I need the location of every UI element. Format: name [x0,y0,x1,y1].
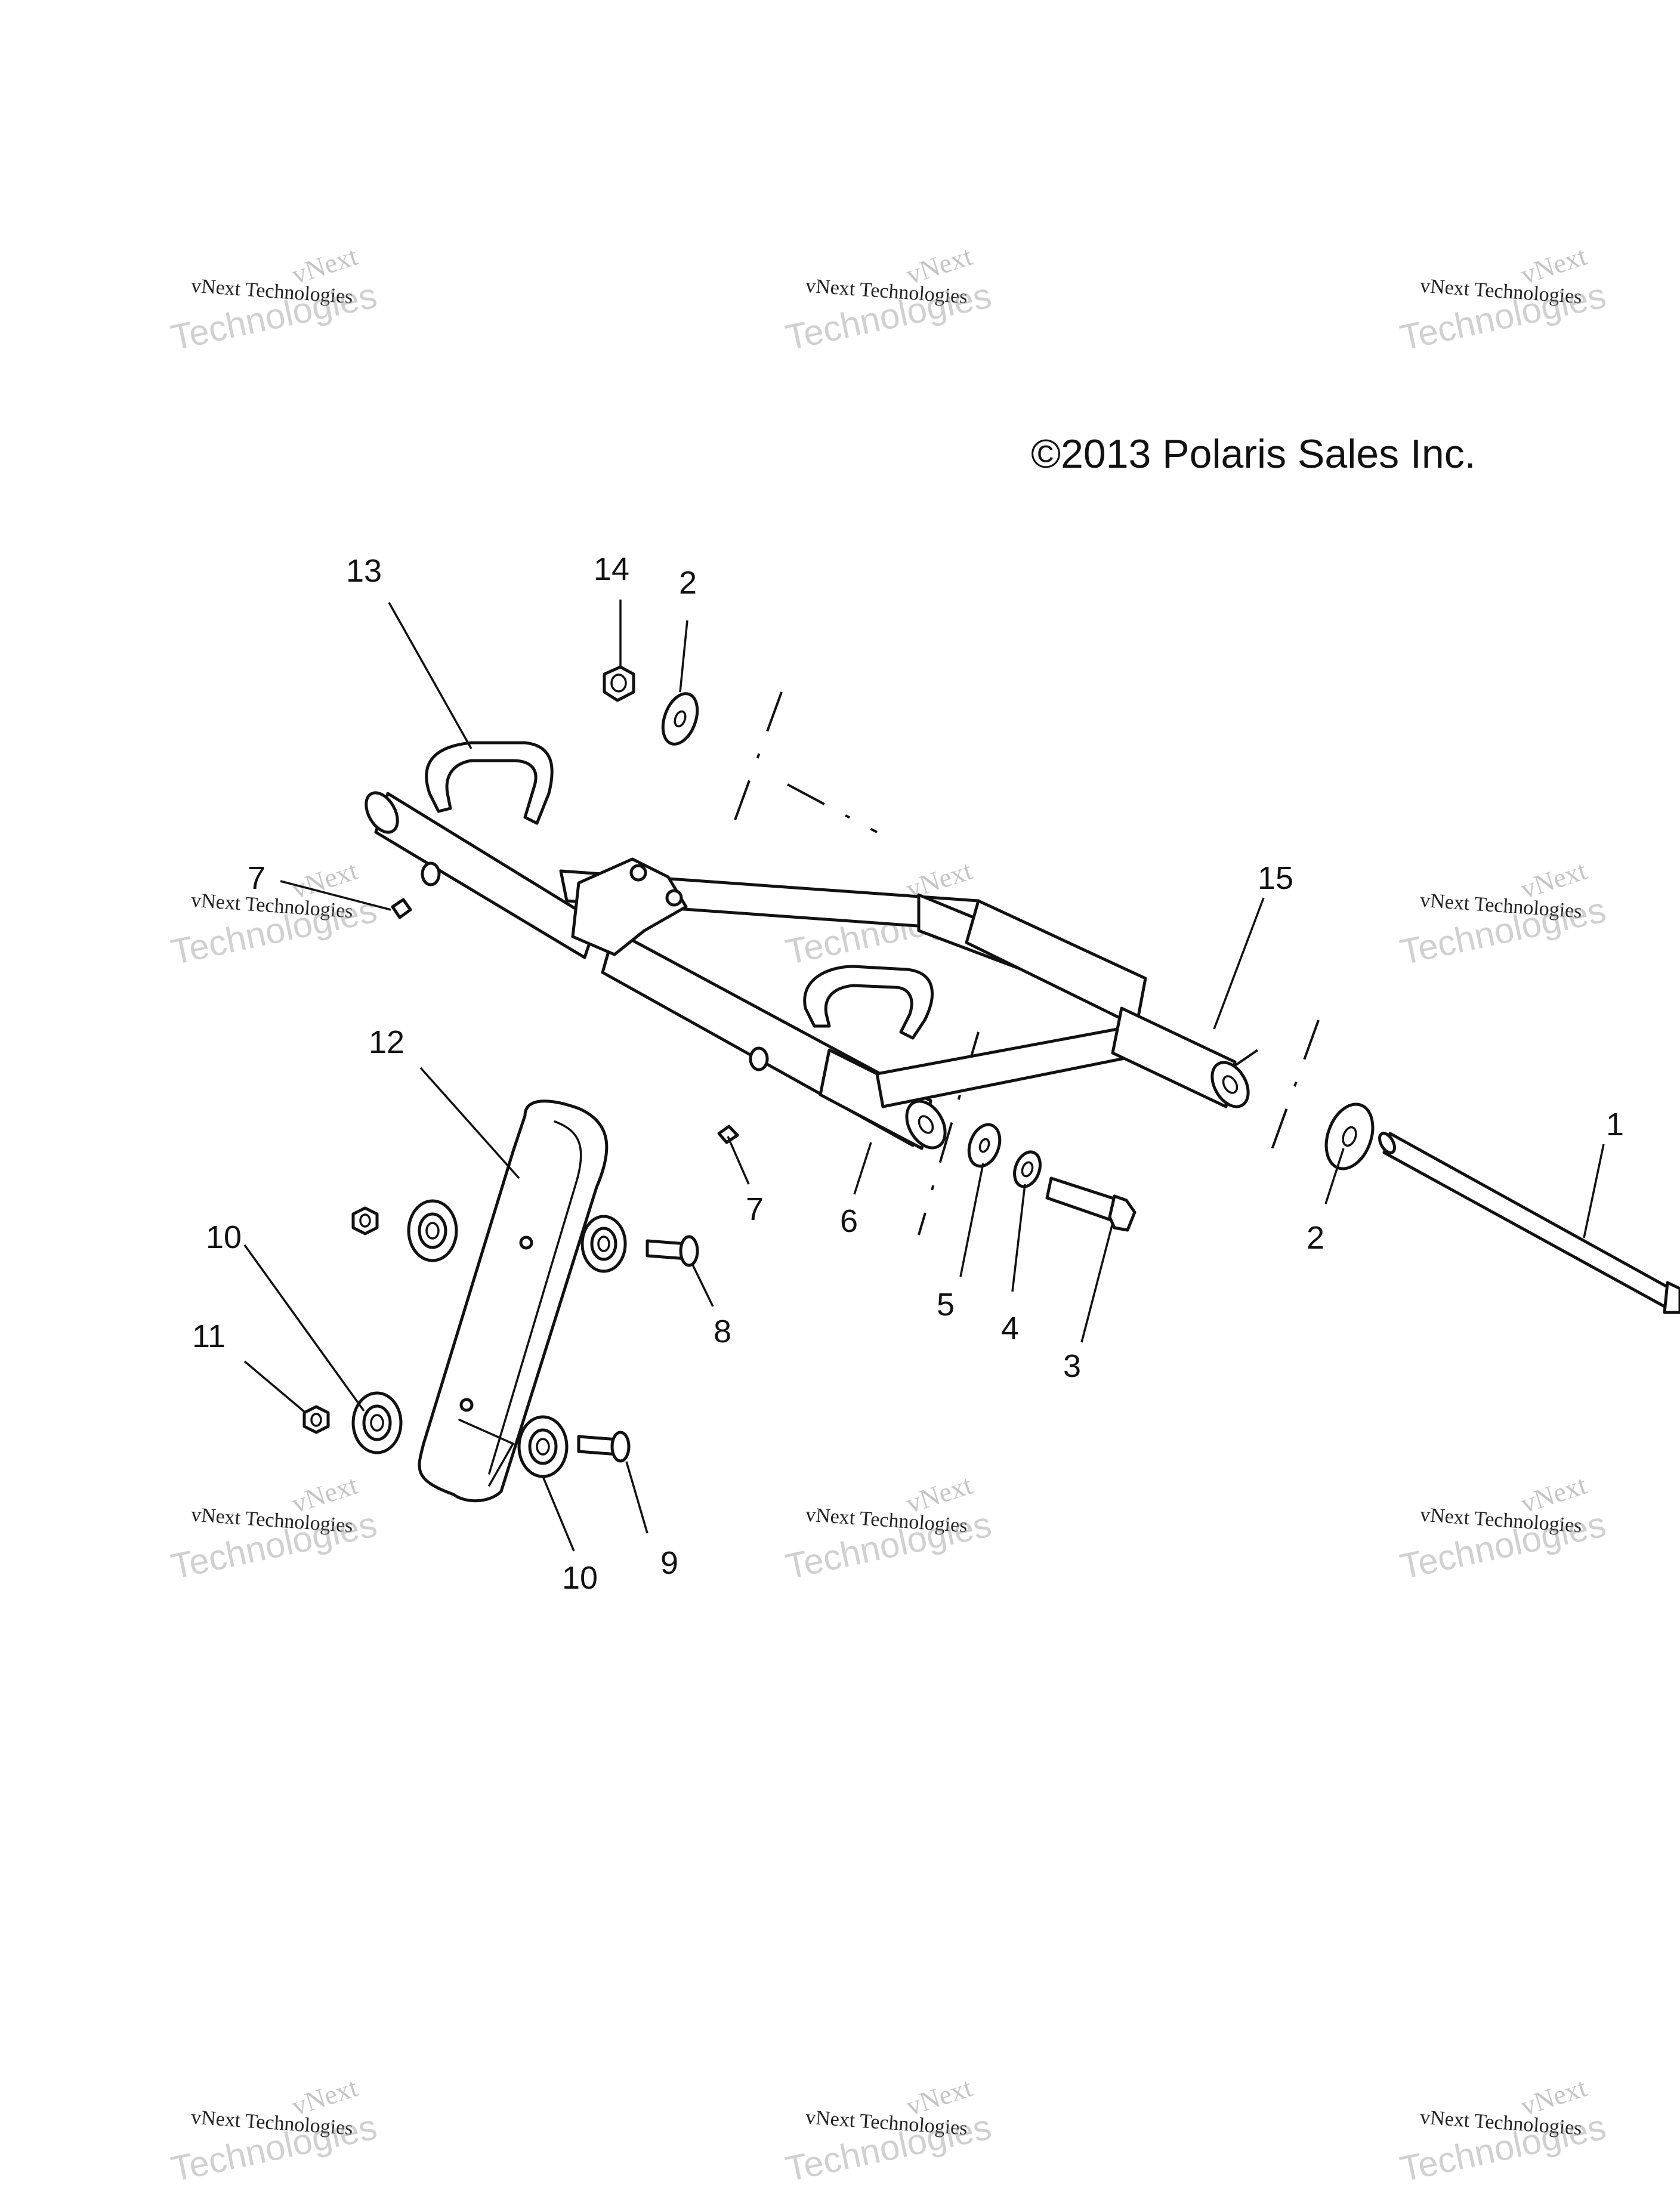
upper-handle-loop [425,741,554,825]
callout-2-right: 2 [1307,1220,1324,1256]
pin-9 [577,1431,631,1463]
callout-6: 6 [840,1203,858,1239]
lock-washer-4 [1013,1150,1042,1188]
callout-7-lower: 7 [746,1191,764,1227]
callout-1: 1 [1606,1107,1624,1142]
left-upper-tube-end [365,791,399,834]
pivot-bushing-15-end [1210,1061,1250,1108]
callout-13: 13 [346,553,382,589]
callout-3: 3 [1063,1348,1081,1384]
bushing-10-lower-left [351,1391,403,1454]
grease-fitting-7-lower [717,1125,739,1144]
pivot-bushing-15 [1111,1006,1237,1108]
bracket-hole [665,889,683,907]
right-tube [965,899,1147,1028]
pin-8 [646,1235,699,1267]
callout-7-upper: 7 [248,860,265,896]
callout-10-upper: 10 [206,1219,242,1255]
callout-9: 9 [660,1545,678,1581]
callout-10-lower: 10 [562,1560,598,1596]
leader-lines [243,600,1605,1552]
grease-boss-lower [749,1046,769,1071]
link-arm-12 [418,1099,609,1503]
callout-14: 14 [594,551,629,587]
callout-8: 8 [714,1314,731,1349]
copyright-notice: ©2013 Polaris Sales Inc. [1031,431,1476,477]
callout-2-upper: 2 [679,565,697,601]
callout-labels: 13 14 2 7 15 12 1 7 6 2 10 5 4 8 11 3 9 … [192,551,1624,1596]
callout-4: 4 [1001,1311,1019,1346]
bushing-10-upper-right [580,1215,627,1273]
washer-2-right [1324,1102,1375,1170]
swing-arm-assembly [365,741,1250,1150]
lower-handle-loop [803,965,934,1040]
washer-2-upper [661,692,699,746]
bolt-3 [1045,1176,1137,1232]
callout-15: 15 [1258,860,1293,896]
callout-12: 12 [369,1024,404,1060]
hex-nut [603,665,635,702]
pivot-bushing-6-end [905,1099,947,1150]
grease-boss-upper [421,861,441,886]
nut-11-lower [302,1405,330,1434]
callout-5: 5 [937,1287,955,1323]
center-bracket [571,857,688,956]
exploded-parts-diagram: 13 14 2 7 15 12 1 7 6 2 10 5 4 8 11 3 9 … [192,551,1680,1596]
nut-11-upper [351,1206,379,1235]
bushing-10-lower-right [517,1415,569,1478]
shaft-bolt-1 [1378,1132,1680,1314]
nut-14 [603,665,635,702]
pivot-bushing-15-bore [1222,1075,1239,1094]
washer-5 [967,1123,1002,1168]
lower-cross-tube [875,1024,1138,1108]
bracket-hole [629,864,647,882]
grease-fitting-7-upper [391,898,412,919]
bushing-10-upper-left [407,1199,458,1262]
pivot-bushing-6-bore [918,1115,934,1134]
callout-11: 11 [192,1318,226,1354]
